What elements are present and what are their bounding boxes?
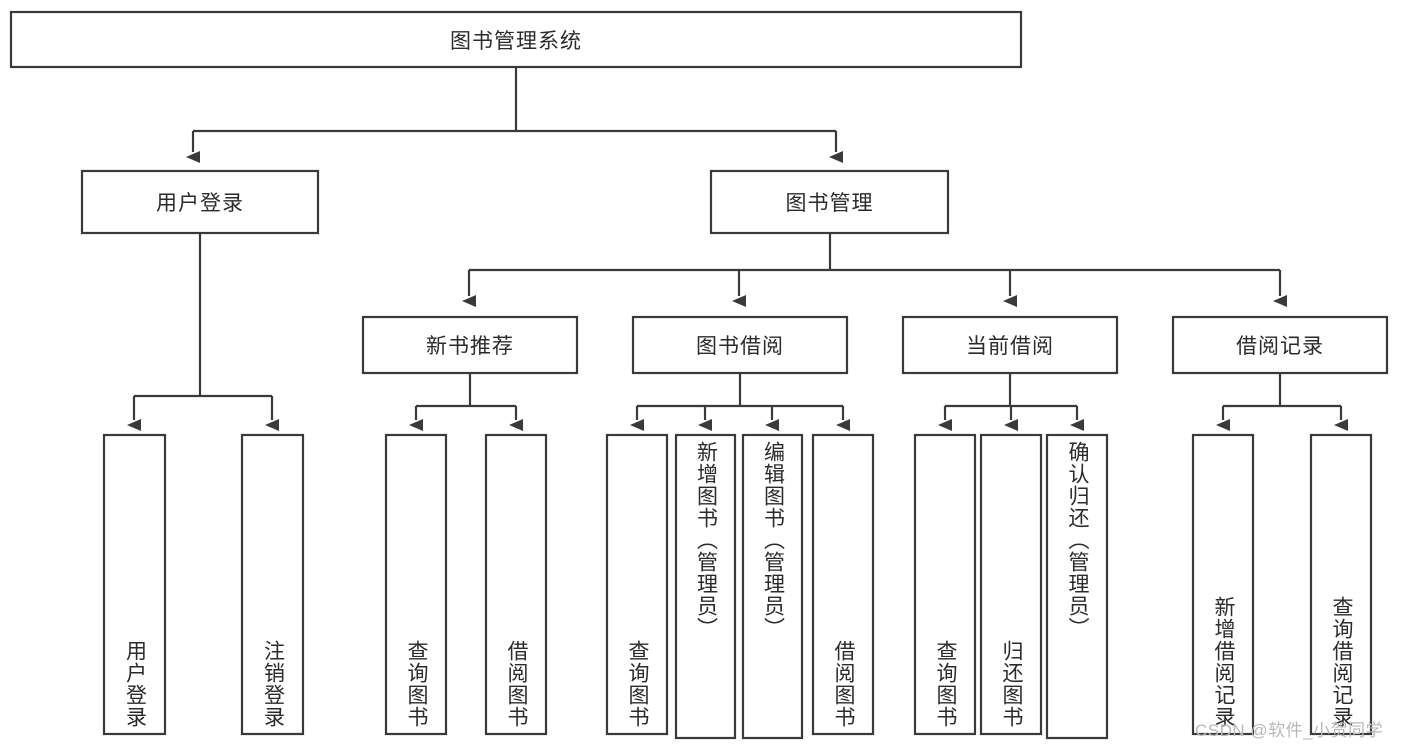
node-book-manage-label: 图书管理 (785, 192, 874, 215)
node-bookborrow-label-wrap: 图书借阅 (633, 317, 847, 373)
node-leaf-box-bookborrow-3[interactable] (741, 433, 804, 740)
leaf-label-wrap-currentborrow-1: 查询图书 (915, 435, 975, 734)
leaf-label-user-login-1: 用户登录 (123, 640, 147, 728)
leaf-label-wrap-bookborrow-2: 新增图书（管理员） (676, 435, 735, 738)
leaf-label-wrap-user-login-1: 用户登录 (104, 435, 165, 734)
node-leaf-box-bookborrow-2[interactable] (674, 433, 737, 740)
leaf-label-wrap-currentborrow-2: 归还图书 (981, 435, 1041, 734)
node-root-box[interactable] (9, 10, 1023, 69)
leaf-label-wrap-newbook-2: 借阅图书 (486, 435, 546, 734)
node-leaf-box-currentborrow-3[interactable] (1045, 433, 1109, 740)
node-book-manage-box[interactable] (709, 169, 950, 235)
leaf-label-wrap-bookborrow-4: 借阅图书 (813, 435, 873, 734)
leaf-label-wrap-newbook-1: 查询图书 (386, 435, 446, 734)
node-leaf-box-borrowrecord-2[interactable] (1309, 433, 1373, 736)
node-borrowrecord-label-wrap: 借阅记录 (1173, 317, 1387, 373)
node-newbook-box[interactable] (361, 315, 579, 375)
node-root-label-wrap: 图书管理系统 (11, 12, 1021, 67)
node-leaf-box-currentborrow-2[interactable] (979, 433, 1043, 736)
watermark-text: CSDN @软件_小贺同学 (1195, 721, 1384, 740)
leaf-label-wrap-borrowrecord-1: 新增借阅记录 (1193, 435, 1253, 734)
leaf-label-user-login-2: 注销登录 (261, 640, 285, 728)
leaf-label-currentborrow-2: 归还图书 (1000, 640, 1023, 728)
node-newbook-label: 新书推荐 (426, 335, 514, 358)
leaf-label-borrowrecord-1: 新增借阅记录 (1212, 596, 1235, 728)
node-currentborrow-box[interactable] (901, 315, 1119, 375)
node-book-manage-label-wrap: 图书管理 (711, 171, 948, 233)
leaf-label-bookborrow-2: 新增图书（管理员） (694, 441, 718, 639)
node-leaf-box-newbook-2[interactable] (484, 433, 548, 736)
node-leaf-box-user-login-2[interactable] (240, 433, 305, 736)
node-currentborrow-label: 当前借阅 (966, 335, 1054, 358)
leaf-label-wrap-bookborrow-1: 查询图书 (607, 435, 667, 734)
node-bookborrow-label: 图书借阅 (696, 335, 784, 358)
leaf-label-newbook-2: 借阅图书 (505, 640, 528, 728)
leaf-label-bookborrow-1: 查询图书 (626, 640, 649, 728)
leaf-label-borrowrecord-2: 查询借阅记录 (1330, 596, 1353, 728)
node-user-login-label: 用户登录 (156, 192, 244, 215)
leaf-label-wrap-borrowrecord-2: 查询借阅记录 (1311, 435, 1371, 734)
leaf-label-currentborrow-3: 确认归还（管理员） (1066, 441, 1089, 639)
node-leaf-box-newbook-1[interactable] (384, 433, 448, 736)
leaf-label-wrap-currentborrow-3: 确认归还（管理员） (1047, 435, 1107, 738)
node-leaf-box-currentborrow-1[interactable] (913, 433, 977, 736)
node-leaf-box-borrowrecord-1[interactable] (1191, 433, 1255, 736)
node-leaf-box-bookborrow-4[interactable] (811, 433, 875, 736)
node-borrowrecord-label: 借阅记录 (1236, 335, 1324, 358)
leaf-label-newbook-1: 查询图书 (405, 640, 428, 728)
node-user-login-label-wrap: 用户登录 (82, 171, 318, 233)
leaf-label-bookborrow-4: 借阅图书 (832, 640, 855, 728)
node-borrowrecord-box[interactable] (1171, 315, 1389, 375)
leaf-label-wrap-bookborrow-3: 编辑图书（管理员） (743, 435, 802, 738)
leaf-label-wrap-user-login-2: 注销登录 (242, 435, 303, 734)
node-newbook-label-wrap: 新书推荐 (363, 317, 577, 373)
leaf-label-currentborrow-1: 查询图书 (934, 640, 957, 728)
node-root-label: 图书管理系统 (450, 29, 582, 53)
node-bookborrow-box[interactable] (631, 315, 849, 375)
leaf-label-bookborrow-3: 编辑图书（管理员） (761, 441, 785, 639)
node-leaf-box-bookborrow-1[interactable] (605, 433, 669, 736)
node-leaf-box-user-login-1[interactable] (102, 433, 167, 736)
node-currentborrow-label-wrap: 当前借阅 (903, 317, 1117, 373)
